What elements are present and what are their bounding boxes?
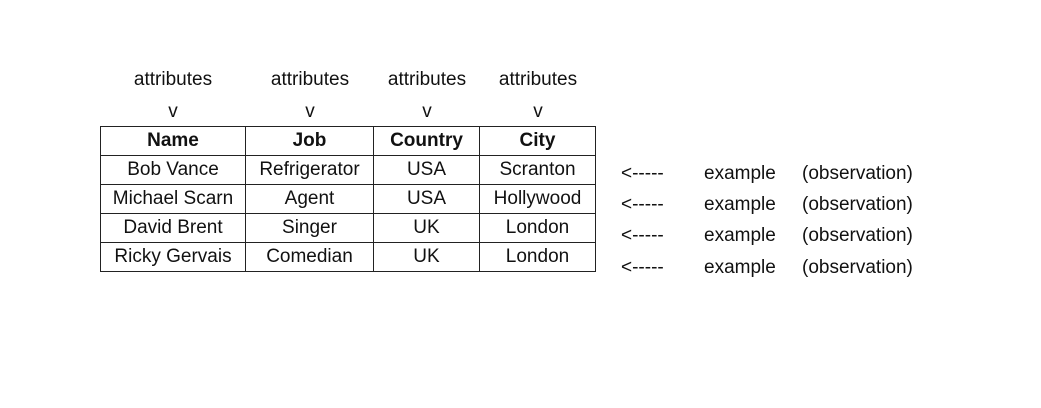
- attribute-label-city: attributes: [498, 69, 578, 90]
- cell-name: Bob Vance: [100, 155, 246, 185]
- table-row: Bob Vance Refrigerator USA Scranton: [100, 155, 596, 185]
- row-observation-note: (observation): [802, 163, 913, 184]
- row-arrow-left: <-----: [621, 163, 664, 184]
- cell-country: UK: [373, 242, 480, 272]
- table-row: Ricky Gervais Comedian UK London: [100, 242, 596, 272]
- header-country: Country: [373, 126, 480, 156]
- row-observation-note: (observation): [802, 225, 913, 246]
- table-header-row: Name Job Country City: [100, 126, 596, 156]
- down-arrow-country: v: [422, 101, 432, 122]
- attribute-label-job: attributes: [270, 69, 350, 90]
- header-name: Name: [100, 126, 246, 156]
- table-row: David Brent Singer UK London: [100, 213, 596, 243]
- down-arrow-job: v: [305, 101, 315, 122]
- row-arrow-left: <-----: [621, 257, 664, 278]
- cell-name: Ricky Gervais: [100, 242, 246, 272]
- cell-city: London: [479, 242, 596, 272]
- cell-job: Singer: [245, 213, 374, 243]
- cell-job: Comedian: [245, 242, 374, 272]
- cell-name: Michael Scarn: [100, 184, 246, 214]
- attribute-label-country: attributes: [387, 69, 467, 90]
- cell-name: David Brent: [100, 213, 246, 243]
- cell-city: Scranton: [479, 155, 596, 185]
- cell-country: UK: [373, 213, 480, 243]
- cell-job: Refrigerator: [245, 155, 374, 185]
- data-table: Name Job Country City Bob Vance Refriger…: [100, 126, 596, 272]
- down-arrow-city: v: [533, 101, 543, 122]
- header-city: City: [479, 126, 596, 156]
- cell-city: London: [479, 213, 596, 243]
- row-observation-note: (observation): [802, 257, 913, 278]
- row-example-label: example: [704, 257, 776, 278]
- row-example-label: example: [704, 194, 776, 215]
- cell-city: Hollywood: [479, 184, 596, 214]
- row-arrow-left: <-----: [621, 194, 664, 215]
- header-job: Job: [245, 126, 374, 156]
- cell-job: Agent: [245, 184, 374, 214]
- table-row: Michael Scarn Agent USA Hollywood: [100, 184, 596, 214]
- row-example-label: example: [704, 225, 776, 246]
- attribute-label-name: attributes: [133, 69, 213, 90]
- down-arrow-name: v: [168, 101, 178, 122]
- row-observation-note: (observation): [802, 194, 913, 215]
- row-example-label: example: [704, 163, 776, 184]
- cell-country: USA: [373, 184, 480, 214]
- row-arrow-left: <-----: [621, 225, 664, 246]
- cell-country: USA: [373, 155, 480, 185]
